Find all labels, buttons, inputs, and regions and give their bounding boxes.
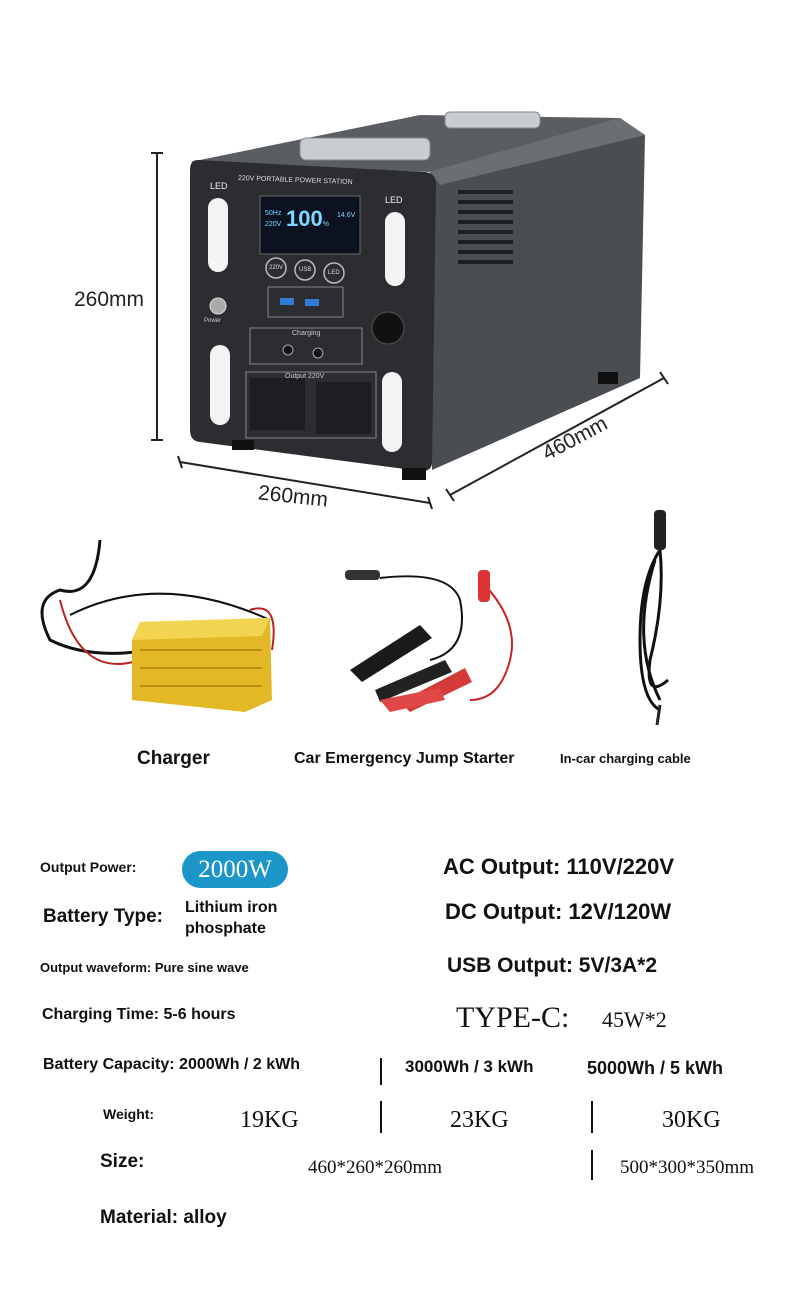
output-power-badge: 2000W bbox=[182, 851, 288, 888]
divider bbox=[591, 1101, 593, 1133]
battery-type-line1: Lithium iron bbox=[185, 899, 278, 916]
car-charging-cable-image bbox=[638, 510, 669, 726]
battery-type-label: Battery Type: bbox=[43, 906, 164, 927]
weight-option-1: 19KG bbox=[240, 1107, 299, 1133]
side-face bbox=[430, 118, 645, 470]
charger-image bbox=[40, 539, 275, 712]
divider bbox=[380, 1058, 382, 1085]
top-handle bbox=[299, 137, 431, 161]
output-power-label: Output Power: bbox=[40, 859, 137, 875]
size-option-2: 500*300*350mm bbox=[620, 1157, 755, 1178]
size-option-1: 460*260*260mm bbox=[308, 1157, 443, 1178]
divider bbox=[591, 1150, 593, 1180]
dimension-lines bbox=[151, 152, 669, 510]
output-waveform: Output waveform: Pure sine wave bbox=[40, 960, 249, 975]
button-led[interactable]: LED bbox=[328, 270, 340, 276]
ac-outlet bbox=[250, 378, 305, 430]
jump-starter-cables-image bbox=[345, 570, 513, 712]
vent-grille bbox=[458, 190, 513, 264]
screen-voltage: 220V bbox=[265, 221, 282, 228]
screen-percent-unit: % bbox=[322, 221, 329, 228]
lcd-screen bbox=[259, 195, 361, 255]
dc-output: DC Output: 12V/120W bbox=[445, 899, 672, 924]
accessory-label-charger: Charger bbox=[137, 748, 210, 769]
accessory-label-car-cable: In-car charging cable bbox=[560, 751, 691, 766]
ac-outlet bbox=[316, 382, 371, 434]
accessory-label-jump-starter: Car Emergency Jump Starter bbox=[294, 750, 515, 767]
typec-value: 45W*2 bbox=[602, 1007, 667, 1032]
typec-label: TYPE-C: bbox=[456, 1001, 570, 1034]
weight-option-3: 30KG bbox=[662, 1107, 721, 1133]
button-usb[interactable]: USB bbox=[299, 267, 312, 273]
height-dimension: 260mm bbox=[74, 288, 145, 311]
screen-dc: 14.6V bbox=[337, 212, 356, 219]
screen-frequency: 50Hz bbox=[265, 210, 282, 217]
screen-percent: 100 bbox=[286, 206, 323, 231]
size-label: Size: bbox=[100, 1151, 145, 1172]
usb-output: USB Output: 5V/3A*2 bbox=[447, 954, 658, 977]
accessories-illustration bbox=[40, 510, 669, 726]
mode-buttons bbox=[265, 257, 345, 284]
button-220v[interactable]: 220V bbox=[269, 265, 284, 271]
battery-type-line2: phosphate bbox=[185, 920, 266, 937]
screen-percent-group: 100% bbox=[286, 208, 329, 230]
battery-capacity-option-3: 5000Wh / 5 kWh bbox=[587, 1058, 724, 1078]
weight-option-2: 23KG bbox=[450, 1107, 509, 1133]
led-label: LED bbox=[210, 181, 228, 191]
power-station-illustration bbox=[151, 111, 669, 510]
battery-capacity-label: Battery Capacity: 2000Wh / 2 kWh bbox=[43, 1056, 300, 1073]
material: Material: alloy bbox=[100, 1207, 227, 1228]
charging-time: Charging Time: 5-6 hours bbox=[42, 1006, 236, 1023]
led-light-bars bbox=[208, 198, 405, 452]
ac-output: AC Output: 110V/220V bbox=[443, 854, 675, 879]
car-socket bbox=[371, 311, 405, 345]
power-label: Power bbox=[204, 318, 222, 324]
divider bbox=[380, 1101, 382, 1133]
charging-label: Charging bbox=[292, 330, 321, 337]
output-label: Output 220V bbox=[285, 373, 325, 380]
led-label: LED bbox=[385, 195, 403, 205]
power-button bbox=[209, 297, 227, 315]
weight-label: Weight: bbox=[103, 1106, 155, 1122]
battery-capacity-option-2: 3000Wh / 3 kWh bbox=[405, 1057, 534, 1076]
